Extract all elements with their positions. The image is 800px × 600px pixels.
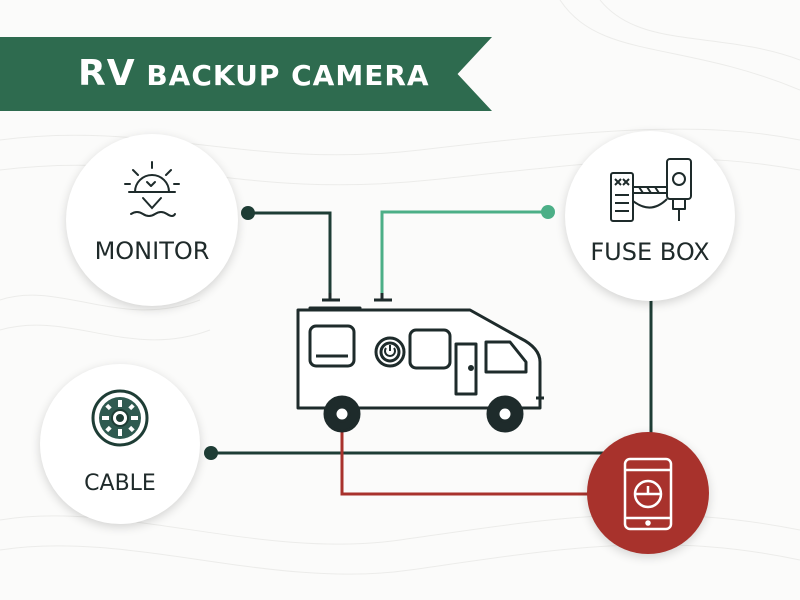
title-first-word: RV	[78, 53, 136, 94]
rv-wheels	[323, 395, 524, 433]
monitor-node[interactable]: MONITOR	[66, 134, 238, 306]
wire-fuse-box-endpoint	[541, 205, 555, 219]
wire-monitor-endpoint	[241, 206, 255, 220]
fuse-box-icon	[610, 158, 692, 222]
page-title: RV BACKUP CAMERA	[78, 37, 430, 111]
fuse-box-node[interactable]: FUSE BOX	[565, 131, 735, 301]
cable-connector-icon	[91, 389, 149, 447]
phone-camera-icon	[623, 457, 673, 531]
title-rest: BACKUP CAMERA	[146, 59, 430, 92]
title-banner	[0, 37, 492, 111]
wire-camera	[340, 428, 600, 496]
wire-cable-endpoint	[204, 446, 218, 460]
monitor-sun-icon	[124, 161, 180, 217]
wire-monitor	[248, 211, 332, 293]
camera-node[interactable]	[587, 432, 709, 554]
monitor-label: MONITOR	[94, 237, 210, 265]
fuse-box-label: FUSE BOX	[590, 238, 710, 266]
rv-motorhome-icon	[296, 293, 544, 410]
wire-fuse-box	[380, 210, 548, 293]
cable-node[interactable]: CABLE	[40, 364, 200, 524]
cable-label: CABLE	[84, 471, 156, 496]
